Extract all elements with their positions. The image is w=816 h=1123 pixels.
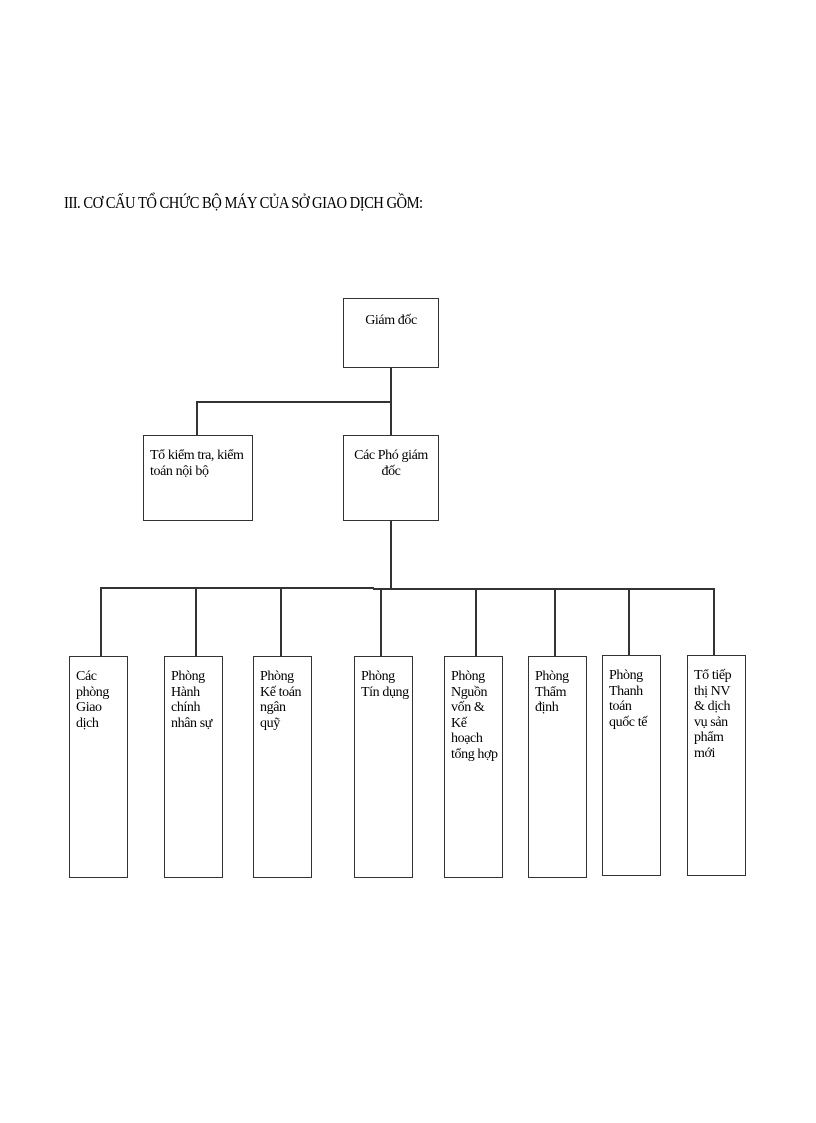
connector — [195, 587, 197, 657]
dept-label: Phòng Thẩm định — [535, 669, 569, 715]
box-dept-international-payment: Phòng Thanh toán quốc tế — [602, 655, 661, 876]
box-internal-audit-label: Tổ kiểm tra, kiểm toán nội bộ — [150, 448, 244, 479]
box-dept-credit: Phòng Tín dụng — [354, 656, 413, 878]
section-title: III. CƠ CẤU TỔ CHỨC BỘ MÁY CỦA SỞ GIAO D… — [64, 193, 423, 212]
dept-label: Phòng Kế toán ngân quỹ — [260, 669, 302, 731]
box-deputy-directors-label: Các Phó giám đốc — [354, 448, 428, 479]
box-director: Giám đốc — [343, 298, 439, 368]
connector — [280, 587, 282, 657]
box-dept-hr-admin: Phòng Hành chính nhân sự — [164, 656, 223, 878]
box-dept-appraisal: Phòng Thẩm định — [528, 656, 587, 878]
connector — [475, 588, 477, 657]
connector — [196, 401, 391, 403]
connector — [100, 587, 374, 589]
dept-label: Phòng Tín dụng — [361, 669, 409, 700]
dept-label: Các phòng Giao dịch — [76, 669, 110, 731]
dept-label: Phòng Nguồn vốn & Kế hoạch tổng hợp — [451, 669, 498, 762]
dept-label: Phòng Thanh toán quốc tế — [609, 668, 648, 730]
connector — [196, 401, 198, 436]
connector — [713, 588, 715, 656]
connector — [373, 588, 714, 590]
box-dept-accounting-treasury: Phòng Kế toán ngân quỹ — [253, 656, 312, 878]
connector — [628, 588, 630, 656]
box-director-label: Giám đốc — [365, 313, 417, 328]
connector — [390, 521, 392, 588]
connector — [380, 588, 382, 657]
dept-label: Phòng Hành chính nhân sự — [171, 669, 212, 731]
dept-label: Tổ tiếp thị NV & dịch vụ sản phẩm mới — [694, 668, 732, 761]
connector — [100, 587, 102, 657]
box-deputy-directors: Các Phó giám đốc — [343, 435, 439, 521]
box-dept-funding-planning: Phòng Nguồn vốn & Kế hoạch tổng hợp — [444, 656, 503, 878]
box-internal-audit: Tổ kiểm tra, kiểm toán nội bộ — [143, 435, 253, 521]
box-dept-marketing-new-products: Tổ tiếp thị NV & dịch vụ sản phẩm mới — [687, 655, 746, 876]
box-dept-transaction-offices: Các phòng Giao dịch — [69, 656, 128, 878]
connector — [554, 588, 556, 657]
